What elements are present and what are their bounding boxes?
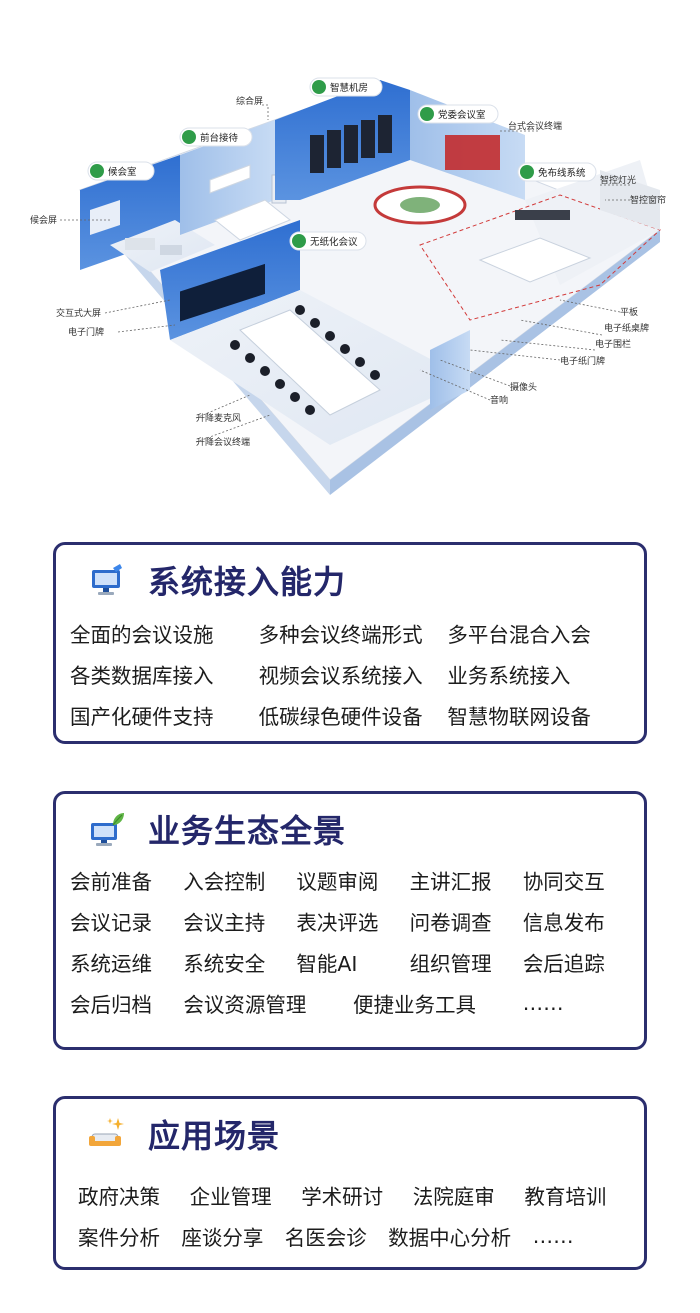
monitor-connect-icon [92, 564, 122, 595]
card-title: 系统接入能力 [148, 563, 347, 601]
item-row: 全面的会议设施 多种会议终端形式 多平台混合入会 [70, 612, 636, 653]
item-label: 议题审阅 [296, 869, 379, 894]
item-label: 智能AI [296, 951, 358, 976]
item-label: 智慧物联网设备 [447, 704, 591, 729]
callout-waiting-screen: 候会屏 [30, 214, 57, 226]
callout-interactive-screen: 交互式大屏 [56, 307, 101, 319]
item-label: 会议主持 [183, 910, 266, 935]
callout-e-fence: 电子围栏 [595, 338, 631, 350]
item-label: 教育培训 [524, 1184, 607, 1209]
item-label: 信息发布 [522, 910, 605, 935]
item-label: 企业管理 [189, 1184, 272, 1209]
svg-text:免布线系统: 免布线系统 [538, 167, 586, 179]
item-label: 系统安全 [183, 951, 266, 976]
room-pill-server: 智慧机房 [309, 77, 383, 97]
room-pill-paperless: 无纸化会议 [289, 231, 367, 251]
item-row: 各类数据库接入 视频会议系统接入 业务系统接入 [70, 653, 636, 694]
item-row: 会前准备 入会控制 议题审阅 主讲汇报 协同交互 [70, 859, 636, 900]
ellipsis-label: …… [532, 1223, 574, 1248]
ellipsis-label: …… [522, 990, 564, 1015]
item-label: 系统运维 [70, 951, 152, 976]
room-pill-wireless: 免布线系统 [517, 162, 597, 182]
card-items: 政府决策 企业管理 学术研讨 法院庭审 教育培训 案件分析 座谈分享 名医会诊 … [78, 1174, 636, 1256]
item-label: 国产化硬件支持 [70, 704, 214, 729]
item-row: 会后归档 会议资源管理 便捷业务工具 …… [70, 982, 636, 1023]
system-access-card: 系统接入能力 全面的会议设施 多种会议终端形式 多平台混合入会 各类数据库接入 … [53, 542, 647, 744]
callout-lift-terminal: 升降会议终端 [196, 436, 250, 448]
item-label: 座谈分享 [181, 1225, 264, 1250]
card-header: 应用场景 [86, 1109, 280, 1159]
business-ecosystem-card: 业务生态全景 会前准备 入会控制 议题审阅 主讲汇报 协同交互 会议记录 会议主… [53, 791, 647, 1050]
card-title: 业务生态全景 [148, 812, 347, 850]
waiting-room [80, 155, 215, 272]
callout-smart-curtain: 智控窗帘 [630, 194, 666, 206]
callout-tablet: 平板 [620, 306, 638, 318]
card-header: 业务生态全景 [86, 804, 346, 854]
item-label: 会议资源管理 [183, 992, 307, 1017]
room-pill-waiting: 候会室 [87, 161, 155, 181]
callout-lift-microphone: 升降麦克风 [196, 412, 241, 424]
item-label: 组织管理 [409, 951, 492, 976]
item-label: 全面的会议设施 [70, 622, 214, 647]
callout-composite-screen: 综合屏 [236, 95, 263, 107]
eco-monitor-icon [91, 813, 124, 846]
svg-text:党委会议室: 党委会议室 [438, 109, 486, 121]
item-label: 主讲汇报 [409, 869, 492, 894]
callout-e-paper-nameplate: 电子纸桌牌 [604, 322, 649, 334]
item-label: 入会控制 [183, 869, 266, 894]
item-label: 会议记录 [70, 910, 152, 935]
callout-e-paper-doorplate: 电子纸门牌 [560, 355, 605, 367]
item-label: 会前准备 [70, 869, 152, 894]
card-header: 系统接入能力 [86, 555, 346, 605]
item-label: 会后归档 [70, 992, 152, 1017]
callout-smart-lighting: 智控灯光 [600, 174, 636, 186]
card-items: 会前准备 入会控制 议题审阅 主讲汇报 协同交互 会议记录 会议主持 表决评选 … [70, 859, 636, 1023]
item-label: 低碳绿色硬件设备 [258, 704, 423, 729]
item-row: 会议记录 会议主持 表决评选 问卷调查 信息发布 [70, 900, 636, 941]
callout-e-doorplate: 电子门牌 [68, 326, 104, 338]
paperless-meeting-room [160, 220, 470, 445]
room-pill-reception: 前台接待 [179, 127, 253, 147]
item-label: 数据中心分析 [388, 1225, 512, 1250]
item-row: 案件分析 座谈分享 名医会诊 数据中心分析 …… [78, 1215, 636, 1256]
svg-text:候会室: 候会室 [108, 166, 137, 178]
sofa-sparkle-icon [89, 1118, 124, 1146]
server-room [275, 80, 410, 200]
item-label: 案件分析 [78, 1225, 160, 1250]
item-label: 业务系统接入 [447, 663, 571, 688]
callout-speaker: 音响 [490, 394, 508, 406]
item-label: 各类数据库接入 [70, 663, 214, 688]
smart-meeting-floor-plan: 候会室 前台接待 智慧机房 党委会议室 免布线系统 无纸化会议 [30, 77, 666, 495]
callout-camera: 摄像头 [510, 381, 537, 393]
svg-text:前台接待: 前台接待 [200, 132, 239, 144]
card-title: 应用场景 [148, 1117, 281, 1155]
card-items: 全面的会议设施 多种会议终端形式 多平台混合入会 各类数据库接入 视频会议系统接… [70, 612, 636, 735]
item-label: 视频会议系统接入 [258, 663, 423, 688]
item-label: 学术研讨 [301, 1184, 384, 1209]
room-pill-party: 党委会议室 [417, 104, 499, 124]
item-label: 表决评选 [296, 910, 379, 935]
item-label: 会后追踪 [522, 951, 605, 976]
item-row: 系统运维 系统安全 智能AI 组织管理 会后追踪 [70, 941, 636, 982]
item-label: 法院庭审 [412, 1184, 495, 1209]
item-label: 政府决策 [78, 1184, 160, 1209]
svg-text:无纸化会议: 无纸化会议 [310, 236, 358, 248]
callout-desktop-terminal: 台式会议终端 [508, 120, 562, 132]
item-label: 协同交互 [522, 869, 605, 894]
item-label: 多平台混合入会 [447, 622, 591, 647]
item-label: 问卷调查 [409, 910, 492, 935]
svg-text:智慧机房: 智慧机房 [330, 82, 368, 94]
item-row: 国产化硬件支持 低碳绿色硬件设备 智慧物联网设备 [70, 694, 636, 735]
application-scenarios-card: 应用场景 政府决策 企业管理 学术研讨 法院庭审 教育培训 案件分析 座谈分享 … [53, 1096, 647, 1270]
item-row: 政府决策 企业管理 学术研讨 法院庭审 教育培训 [78, 1174, 636, 1215]
item-label: 名医会诊 [284, 1225, 367, 1250]
item-label: 便捷业务工具 [353, 992, 476, 1017]
item-label: 多种会议终端形式 [258, 622, 423, 647]
